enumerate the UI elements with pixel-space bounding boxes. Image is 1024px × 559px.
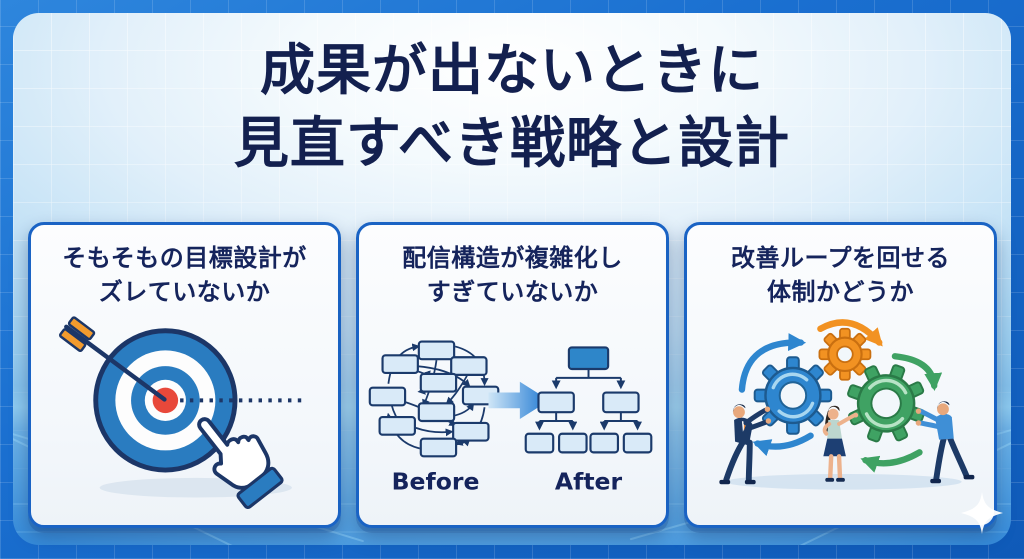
orange-gear-icon [818,327,872,381]
card-improvement-loop: 改善ループを回せる体制かどうか [684,222,997,528]
arrow-icon [59,316,167,402]
after-diagram [524,346,653,454]
card-goal-design-title: そもそもの目標設計がズレていないか [37,242,332,309]
sparkle-icon [961,492,1003,534]
person-right [915,401,975,484]
before-after-structure-icon: Before After [368,340,653,496]
gears-teamwork-icon [719,319,975,490]
card1-title-line1: そもそもの目標設計が [62,244,307,272]
perspective-line [13,531,1011,533]
card1-title-line2: ズレていないか [98,277,271,306]
card2-title-line2: すぎていないか [426,277,599,306]
title-line-1: 成果が出ないときに [259,38,764,102]
card-goal-design: そもそもの目標設計がズレていないか [28,222,341,528]
green-gear-icon [847,364,926,443]
before-label: Before [392,468,480,496]
transition-arrow-icon [488,381,550,420]
person-middle [822,405,859,482]
after-label: After [555,468,623,496]
page-title: 成果が出ないときに見直すべき戦略と設計 [0,34,1024,180]
loop-arrow-orange-top [817,319,883,347]
card3-title-line1: 改善ループを回せる [730,244,951,272]
loop-arrow-blue-bottom [752,432,814,457]
loop-arrow-blue-top [738,333,807,393]
card-delivery-structure-title: 配信構造が複雑化しすぎていないか [365,242,660,309]
loop-arrow-green-bottom [860,449,923,473]
after-root-node [567,346,610,371]
card-improvement-loop-title: 改善ループを回せる体制かどうか [693,242,988,309]
ground-shadow [726,473,962,490]
hand-cursor-icon [197,417,284,510]
title-line-2: 見直すべき戦略と設計 [233,111,791,176]
card-delivery-structure: 配信構造が複雑化しすぎていないか [356,222,669,528]
card3-title-line2: 体制かどうか [767,277,914,306]
card2-title-line1: 配信構造が複雑化し [402,244,623,272]
person-left [719,404,772,485]
loop-arrow-green-right [891,353,943,392]
before-diagram [368,340,500,458]
target-arrow-cursor-icon [59,316,304,510]
hand-cuff [236,466,284,510]
